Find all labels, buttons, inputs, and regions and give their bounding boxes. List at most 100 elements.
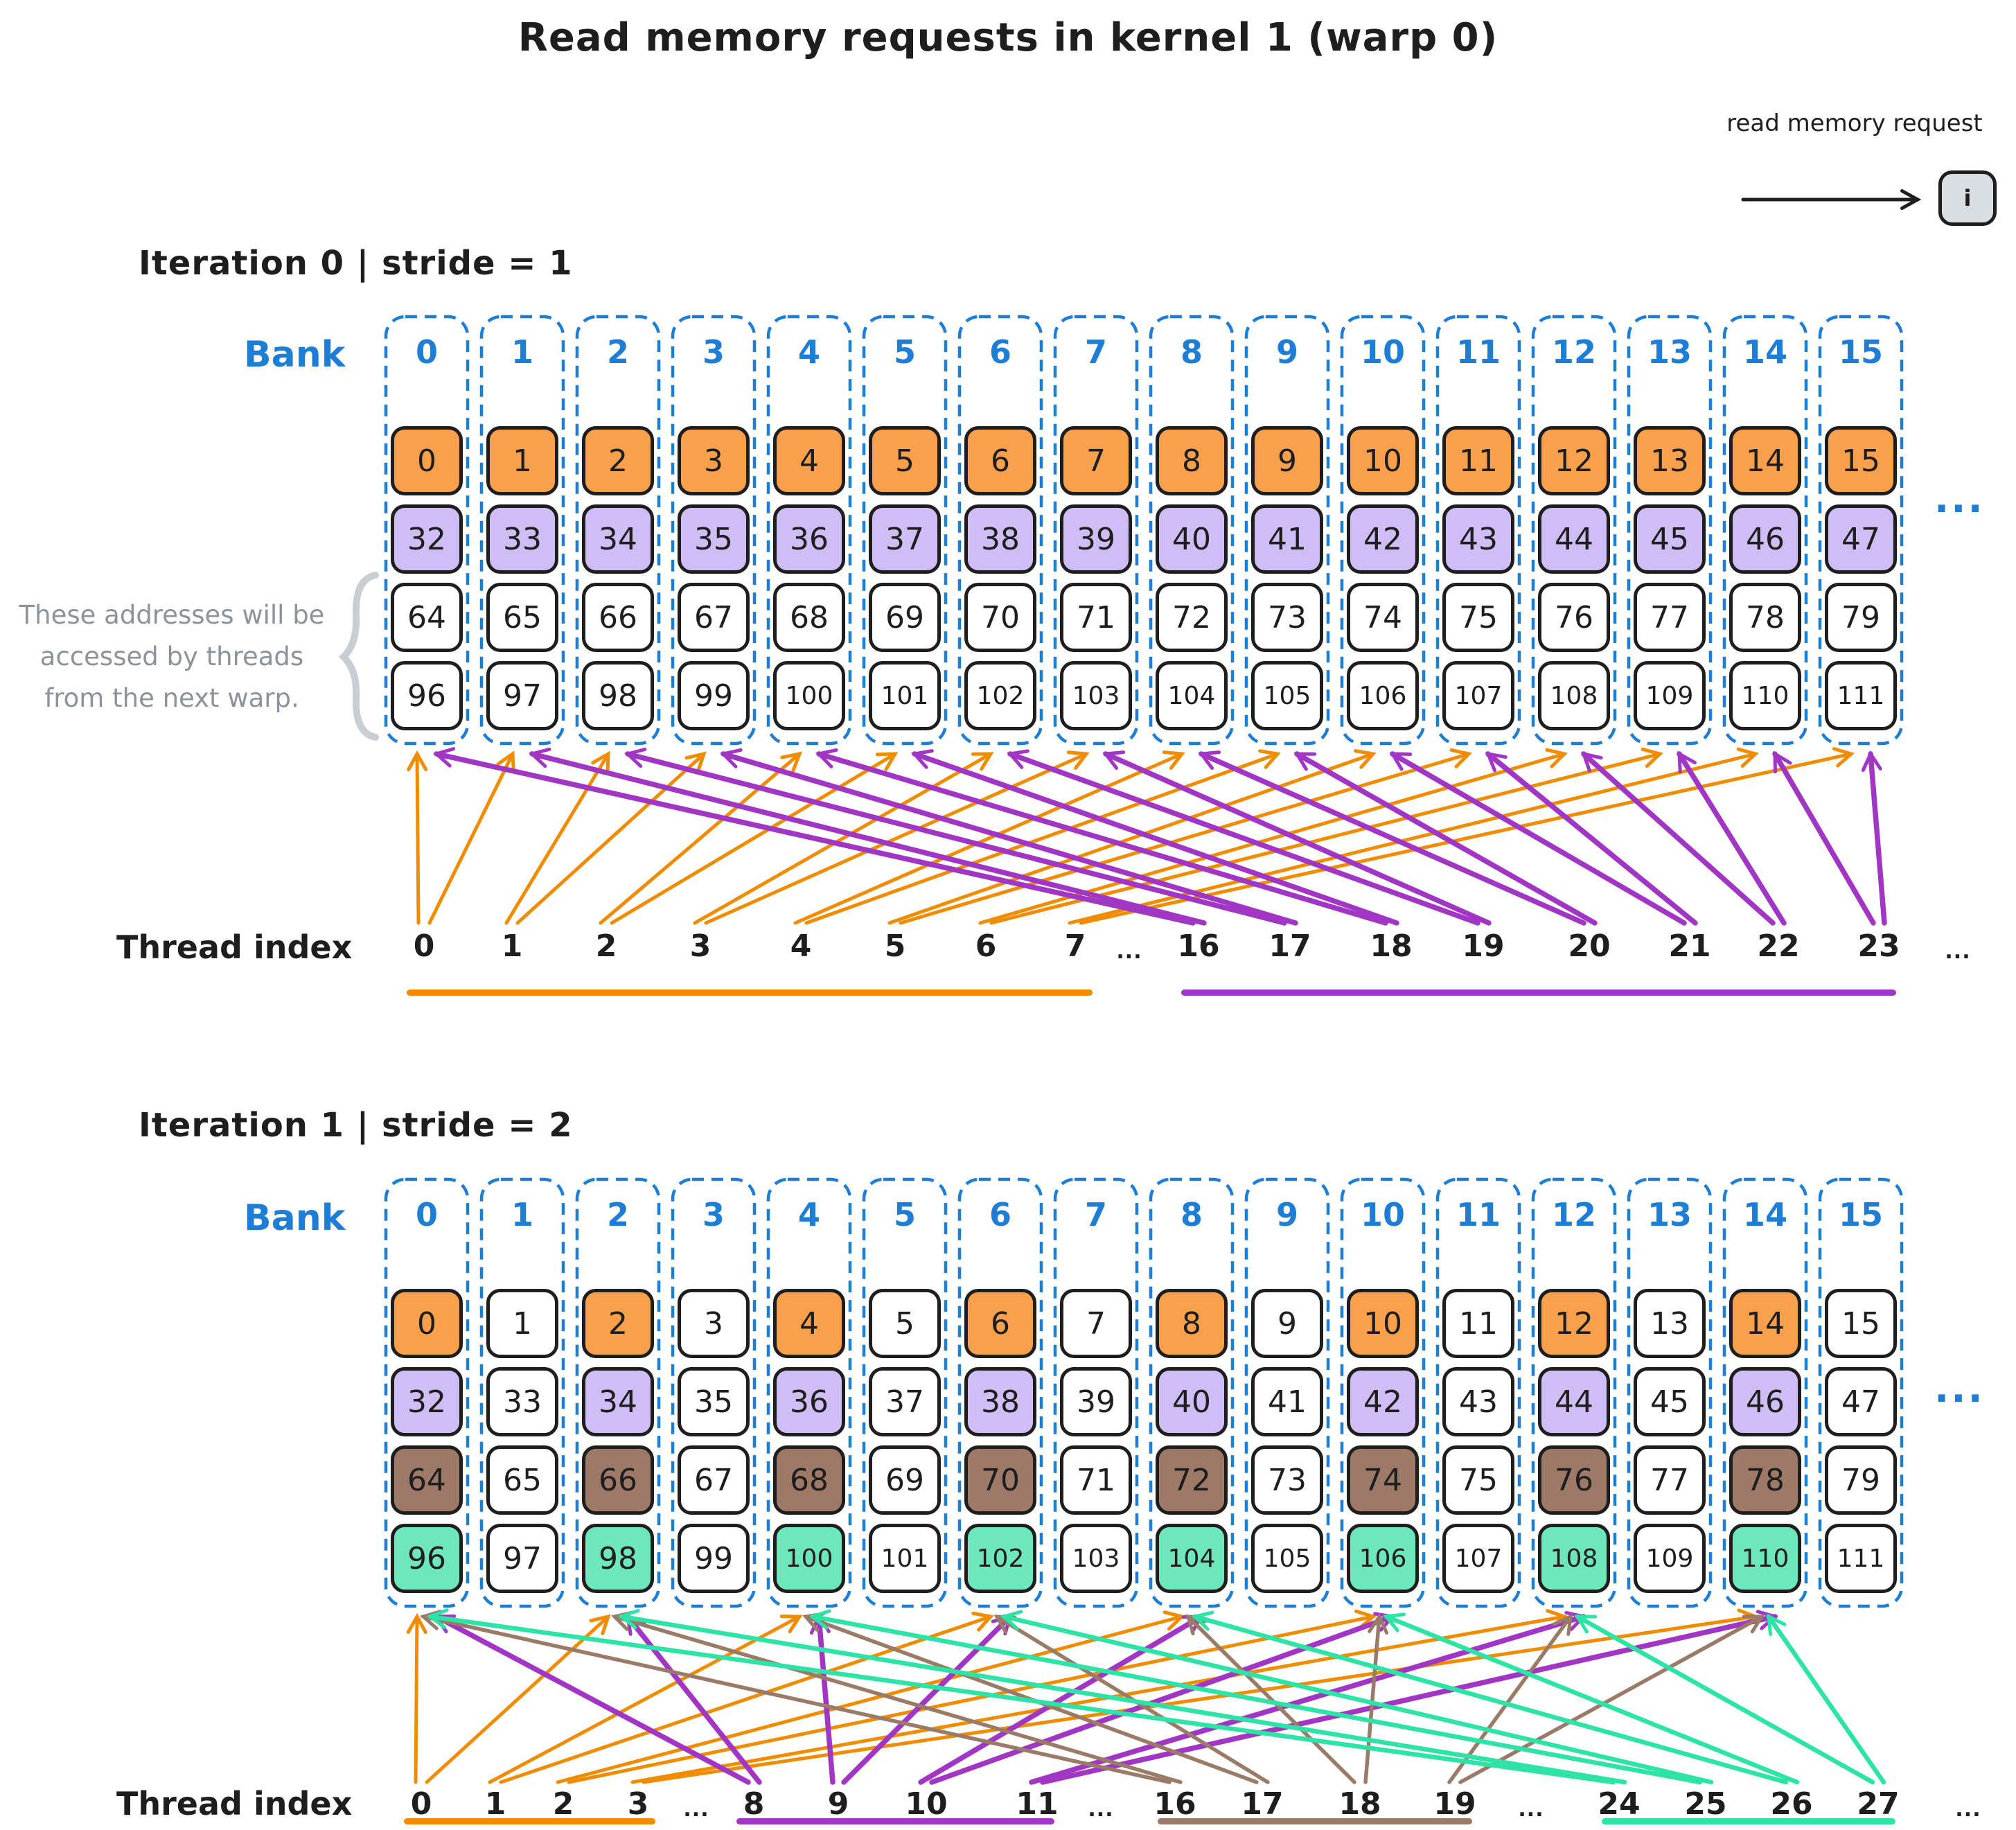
banks-ellipsis: ... (1934, 477, 1985, 522)
memory-cell-3: 3 (678, 1289, 750, 1358)
memory-cell-0: 0 (391, 1289, 463, 1358)
bank-number: 8 (1180, 333, 1203, 371)
read-request-arrow-thread-3-bank-6 (693, 754, 991, 925)
legend-box-text: i (1963, 185, 1972, 211)
memory-cell-6: 6 (964, 1289, 1036, 1358)
bank-number: 13 (1647, 333, 1692, 371)
memory-cell-74: 74 (1347, 1445, 1419, 1515)
thread-index-4: 4 (790, 929, 812, 964)
read-request-arrow-thread-22-bank-12 (1584, 751, 1776, 926)
memory-cell-96: 96 (391, 661, 463, 730)
memory-cell-8: 8 (1156, 1289, 1228, 1358)
read-request-arrow-thread-16-bank-0 (423, 1617, 1171, 1784)
memory-cell-75: 75 (1442, 1445, 1514, 1515)
memory-cell-69: 69 (869, 583, 941, 652)
bank-number: 3 (702, 1196, 725, 1233)
read-request-arrow-thread-17-bank-6 (997, 1615, 1270, 1784)
next-warp-annotation: These addresses will be accessed by thre… (4, 595, 339, 719)
bank-number: 9 (1275, 1196, 1298, 1233)
bank-number: 12 (1551, 1196, 1596, 1233)
bank-number: 0 (415, 1196, 438, 1233)
bank-number: 5 (893, 1196, 916, 1233)
bank-number: 1 (511, 1196, 533, 1233)
memory-cell-64: 64 (391, 1445, 463, 1515)
memory-cell-44: 44 (1538, 1367, 1610, 1436)
memory-cell-79: 79 (1825, 1445, 1897, 1515)
read-request-arrow-thread-5-bank-11 (899, 754, 1469, 925)
thread-index-3: 3 (689, 929, 711, 964)
bank-number: 11 (1456, 1196, 1501, 1233)
memory-cell-111: 111 (1825, 661, 1897, 730)
read-request-arrow-thread-4-bank-8 (793, 754, 1182, 925)
bank-number: 8 (1180, 1196, 1203, 1233)
memory-cell-77: 77 (1634, 583, 1706, 652)
bank-number: 10 (1360, 1196, 1405, 1233)
memory-cell-64: 64 (391, 583, 463, 652)
thread-index-16: 16 (1153, 1786, 1196, 1822)
memory-cell-33: 33 (486, 504, 558, 574)
thread-ellipsis: ... (1518, 1797, 1544, 1822)
read-request-arrow-thread-20-bank-8 (1201, 754, 1586, 926)
read-request-arrow-thread-17-bank-2 (628, 754, 1287, 926)
memory-cell-110: 110 (1729, 1524, 1801, 1593)
memory-cell-39: 39 (1060, 504, 1132, 574)
bank-label: Bank (244, 1197, 346, 1239)
memory-cell-2: 2 (582, 426, 654, 495)
bank-number: 1 (511, 333, 533, 371)
memory-cell-14: 14 (1729, 1289, 1801, 1358)
thread-index-2: 2 (595, 929, 617, 964)
memory-cell-39: 39 (1060, 1367, 1132, 1436)
memory-cell-1: 1 (486, 1289, 558, 1358)
read-request-arrow-thread-2-bank-10 (567, 1617, 1373, 1784)
memory-cell-10: 10 (1347, 1289, 1419, 1358)
memory-cell-67: 67 (678, 583, 750, 652)
memory-cell-78: 78 (1729, 1445, 1801, 1515)
memory-cell-69: 69 (869, 1445, 941, 1515)
read-request-arrow-thread-23-bank-15 (1871, 754, 1887, 926)
memory-cell-11: 11 (1442, 426, 1514, 495)
memory-cell-70: 70 (964, 583, 1036, 652)
bank-number: 2 (606, 1196, 629, 1233)
memory-cell-66: 66 (582, 583, 654, 652)
read-request-arrow-thread-26-bank-10 (1386, 1617, 1800, 1785)
read-request-arrow-thread-6-bank-12 (978, 754, 1564, 925)
bank-number: 7 (1084, 333, 1107, 371)
thread-index-23: 23 (1857, 929, 1900, 964)
read-request-arrow-thread-18-bank-5 (914, 754, 1399, 926)
memory-cell-47: 47 (1825, 1367, 1897, 1436)
thread-group-underline-purple (736, 1818, 1054, 1824)
memory-cell-101: 101 (869, 1524, 941, 1593)
read-request-arrow-thread-6-bank-13 (989, 754, 1660, 925)
memory-cell-9: 9 (1251, 426, 1323, 495)
memory-cell-67: 67 (678, 1445, 750, 1515)
memory-cell-15: 15 (1825, 426, 1897, 495)
read-request-arrow-thread-9-bank-6 (841, 1614, 1013, 1785)
thread-index-26: 26 (1770, 1786, 1813, 1822)
memory-cell-111: 111 (1825, 1524, 1897, 1593)
iteration-0-heading: Iteration 0 | stride = 1 (139, 244, 573, 283)
memory-cell-37: 37 (869, 1367, 941, 1436)
memory-cell-98: 98 (582, 1524, 654, 1593)
thread-index-19: 19 (1433, 1786, 1476, 1822)
memory-cell-6: 6 (964, 426, 1036, 495)
memory-cell-34: 34 (582, 504, 654, 574)
read-request-arrow-thread-19-bank-6 (1010, 754, 1480, 926)
read-request-arrow-thread-0-bank-1 (427, 754, 513, 925)
memory-cell-109: 109 (1634, 661, 1706, 730)
memory-cell-41: 41 (1251, 1367, 1323, 1436)
read-request-arrow-thread-3-bank-12 (630, 1617, 1564, 1784)
read-request-arrow-thread-11-bank-14 (1040, 1617, 1775, 1785)
read-request-arrow-thread-16-bank-1 (532, 754, 1207, 926)
